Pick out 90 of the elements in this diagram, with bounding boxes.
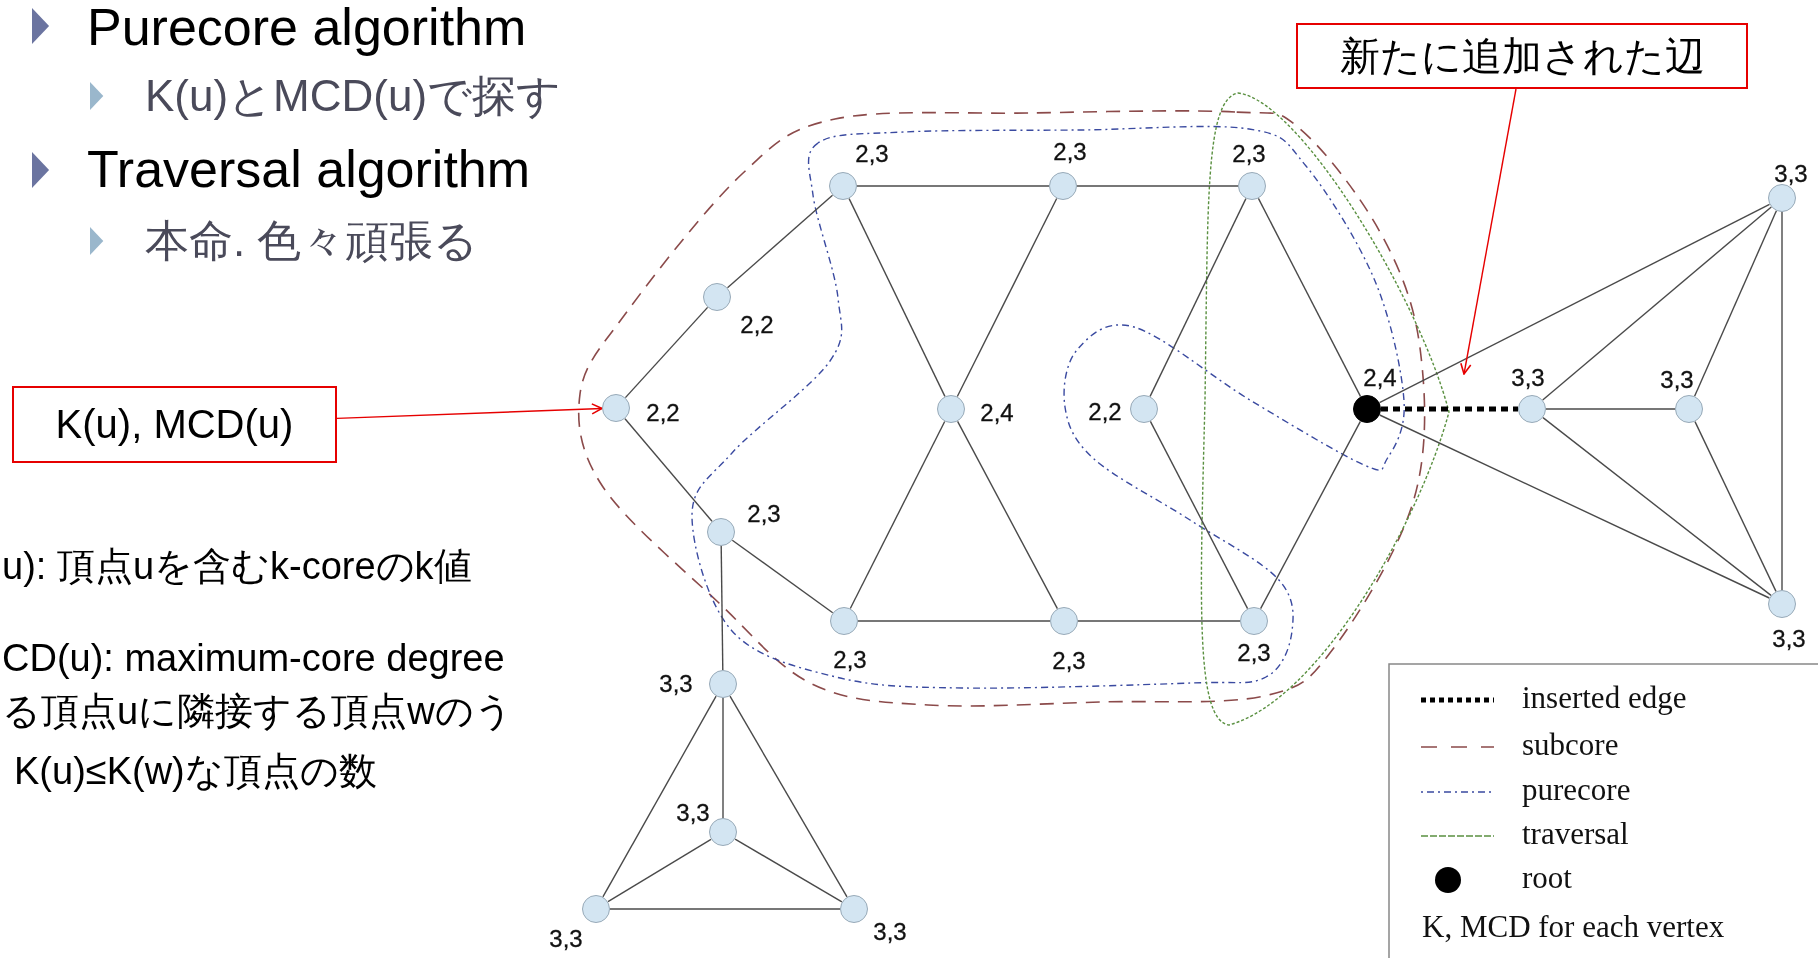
graph-edge <box>624 306 709 399</box>
graph-edge <box>731 539 834 614</box>
graph-edge <box>1378 203 1771 404</box>
graph-edge <box>1545 408 1676 410</box>
graph-edge <box>1781 211 1783 591</box>
callout-arrow <box>1460 88 1517 375</box>
vertex-label: 3,3 <box>1774 162 1808 186</box>
graph-edge <box>857 620 1051 622</box>
callout-box: K(u), MCD(u) <box>12 386 337 463</box>
graph-edge <box>848 197 946 398</box>
legend-label: inserted edge <box>1522 680 1687 717</box>
callout-arrow <box>336 403 603 420</box>
graph-edge <box>956 197 1058 398</box>
vertex-label: 2,3 <box>1052 649 1086 673</box>
graph-edge <box>1379 414 1770 599</box>
definition-text: る頂点uに隣接する頂点wのう <box>2 690 513 734</box>
vertex-label: 2,3 <box>855 142 889 166</box>
graph-edge <box>720 545 724 671</box>
bullet-text: K(u)とMCD(u)で探す <box>145 70 562 122</box>
vertex-label: 2,4 <box>1363 366 1397 390</box>
bullet-text: Purecore algorithm <box>87 0 527 58</box>
graph-edge <box>1542 416 1772 597</box>
graph-edge <box>726 194 834 289</box>
vertex-label: 3,3 <box>1772 627 1806 651</box>
definition-text: u): 頂点uを含むk-coreのk値 <box>2 545 472 589</box>
graph-edge <box>1259 420 1362 610</box>
graph-edge <box>1077 620 1241 622</box>
graph-edge <box>602 695 717 898</box>
vertex-circle <box>1518 395 1546 423</box>
vertex-label: 2,3 <box>747 502 781 526</box>
vertex-circle <box>707 518 735 546</box>
graph-edge <box>609 908 841 910</box>
graph-edge <box>624 418 713 522</box>
vertex-circle <box>1130 395 1158 423</box>
graph-edge <box>1076 185 1239 187</box>
vertex-circle <box>1240 607 1268 635</box>
vertex-circle <box>709 670 737 698</box>
vertex-label: 3,3 <box>1511 366 1545 390</box>
graph-edge <box>734 838 843 903</box>
vertex-label: 3,3 <box>676 801 710 825</box>
callout-box: 新たに追加された辺 <box>1296 23 1748 89</box>
graph-edge <box>1149 420 1249 610</box>
vertex-label: 2,2 <box>1088 400 1122 424</box>
vertex-circle <box>829 172 857 200</box>
legend-label: traversal <box>1522 816 1629 853</box>
graph-edge <box>956 420 1059 610</box>
graph-edge <box>1257 197 1362 398</box>
vertex-circle <box>830 607 858 635</box>
vertex-label: 2,4 <box>980 401 1014 425</box>
vertex-circle <box>1238 172 1266 200</box>
definition-text: K(u)≤K(w)な頂点の数 <box>14 750 377 794</box>
root-vertex <box>1353 395 1381 423</box>
vertex-circle <box>840 895 868 923</box>
vertex-circle <box>582 895 610 923</box>
graph-edge <box>722 697 724 819</box>
vertex-circle <box>1049 172 1077 200</box>
legend-label: subcore <box>1522 727 1619 764</box>
vertex-circle <box>937 395 965 423</box>
vertex-label: 3,3 <box>1660 368 1694 392</box>
graph-edge <box>1149 197 1247 398</box>
inserted-edge <box>1381 406 1518 412</box>
bullet-text: 本命. 色々頑張る <box>145 215 479 267</box>
vertex-circle <box>703 283 731 311</box>
graph-edge <box>1693 210 1778 397</box>
vertex-circle <box>1675 395 1703 423</box>
vertex-label: 3,3 <box>549 927 583 951</box>
legend-note: K, MCD for each vertex <box>1422 909 1725 945</box>
vertex-label: 2,3 <box>1237 641 1271 665</box>
vertex-label: 3,3 <box>659 672 693 696</box>
vertex-label: 2,3 <box>1053 140 1087 164</box>
vertex-circle <box>709 818 737 846</box>
legend-label: purecore <box>1522 772 1631 809</box>
graph-edge <box>849 420 946 610</box>
vertex-circle <box>1050 607 1078 635</box>
vertex-label: 2,3 <box>1232 142 1266 166</box>
definition-text: CD(u): maximum-core degree <box>2 637 505 681</box>
legend-label: root <box>1522 860 1572 897</box>
vertex-label: 2,3 <box>833 648 867 672</box>
graph-edge <box>1542 206 1772 401</box>
vertex-circle <box>1768 184 1796 212</box>
graph-edge <box>607 838 712 903</box>
bullet-text: Traversal algorithm <box>87 140 531 200</box>
vertex-circle <box>1768 590 1796 618</box>
vertex-label: 2,2 <box>740 313 774 337</box>
graph-edge <box>729 695 848 898</box>
graph-edge <box>1694 420 1777 593</box>
vertex-circle <box>602 394 630 422</box>
graph-edge <box>856 185 1050 187</box>
vertex-label: 2,2 <box>646 401 680 425</box>
vertex-label: 3,3 <box>873 920 907 944</box>
